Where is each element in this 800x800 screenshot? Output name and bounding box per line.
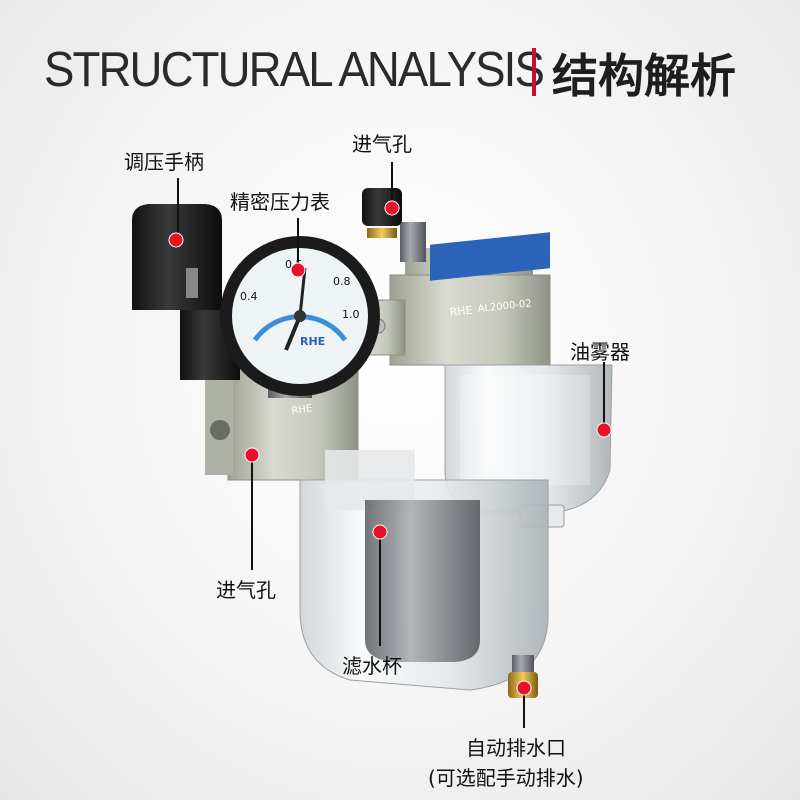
pressure-gauge: 0.4 0.5 0.8 1.0 RHE <box>220 236 380 398</box>
label-inlet-top: 进气孔 <box>352 132 412 156</box>
gauge-brand-text: RHE <box>300 335 325 348</box>
side-inlet-port <box>210 420 230 440</box>
gauge-tick-1.0: 1.0 <box>342 308 360 321</box>
label-auto-drain-note: (可选配手动排水) <box>428 766 584 790</box>
gauge-tick-0.8: 0.8 <box>333 275 351 288</box>
marker-top-inlet <box>384 200 400 216</box>
label-filter-cup: 滤水杯 <box>342 654 402 678</box>
lubricator-fill-stem <box>400 222 426 262</box>
marker-side-inlet <box>244 447 260 463</box>
pressure-adjust-handle <box>132 204 222 310</box>
filter-element <box>365 500 480 662</box>
label-auto-drain: 自动排水口 <box>466 736 566 760</box>
marker-drain <box>516 680 532 696</box>
label-pressure-handle: 调压手柄 <box>124 150 204 174</box>
title-english: STRUCTURAL ANALYSIS <box>44 43 545 97</box>
marker-filter-cup <box>372 524 388 540</box>
title-chinese: 结构解析 <box>552 49 736 103</box>
marker-oil-mist <box>596 422 612 438</box>
top-inlet-fitting <box>367 228 397 238</box>
regulator-brand-text: RHE <box>291 403 313 417</box>
lubricator-brand-text: RHE <box>449 304 473 319</box>
handle-lock-marker <box>186 268 198 298</box>
header: STRUCTURAL ANALYSIS 结构解析 <box>0 34 800 104</box>
lubricator-body <box>389 274 551 366</box>
gauge-needle <box>298 267 307 317</box>
title-divider <box>532 48 536 96</box>
callout-markers <box>168 200 612 696</box>
gauge-pivot <box>294 310 306 322</box>
label-precision-gauge: 精密压力表 <box>230 190 330 214</box>
lubricator-label <box>430 232 550 281</box>
drain-stem <box>512 655 534 673</box>
gauge-tick-0.4: 0.4 <box>240 290 258 303</box>
label-inlet-side: 进气孔 <box>216 578 276 602</box>
lubricator-bowl-highlight <box>460 375 590 485</box>
marker-gauge <box>290 262 306 278</box>
label-oil-mist: 油雾器 <box>570 340 630 364</box>
marker-handle <box>168 232 184 248</box>
gauge-needle-tail <box>284 315 302 351</box>
